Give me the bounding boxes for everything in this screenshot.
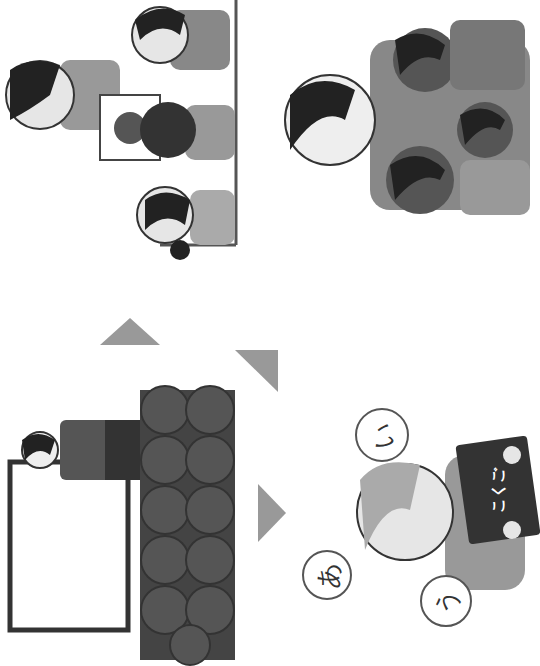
- book-title: こくご: [489, 468, 508, 513]
- speech-bubble: う: [420, 575, 472, 627]
- flow-arrow: [100, 318, 160, 345]
- bubble-text: う: [433, 588, 459, 615]
- classroom-scene: [10, 386, 235, 665]
- speech-bubble: い: [355, 408, 409, 462]
- bubble-text: い: [369, 422, 395, 449]
- card-lesson-scene: [6, 0, 236, 260]
- bubble-text: あ: [314, 562, 340, 589]
- flow-arrow: [258, 484, 286, 542]
- speech-bubble: あ: [302, 550, 352, 600]
- kids-group-scene: [285, 20, 530, 215]
- flow-arrow: [235, 350, 278, 392]
